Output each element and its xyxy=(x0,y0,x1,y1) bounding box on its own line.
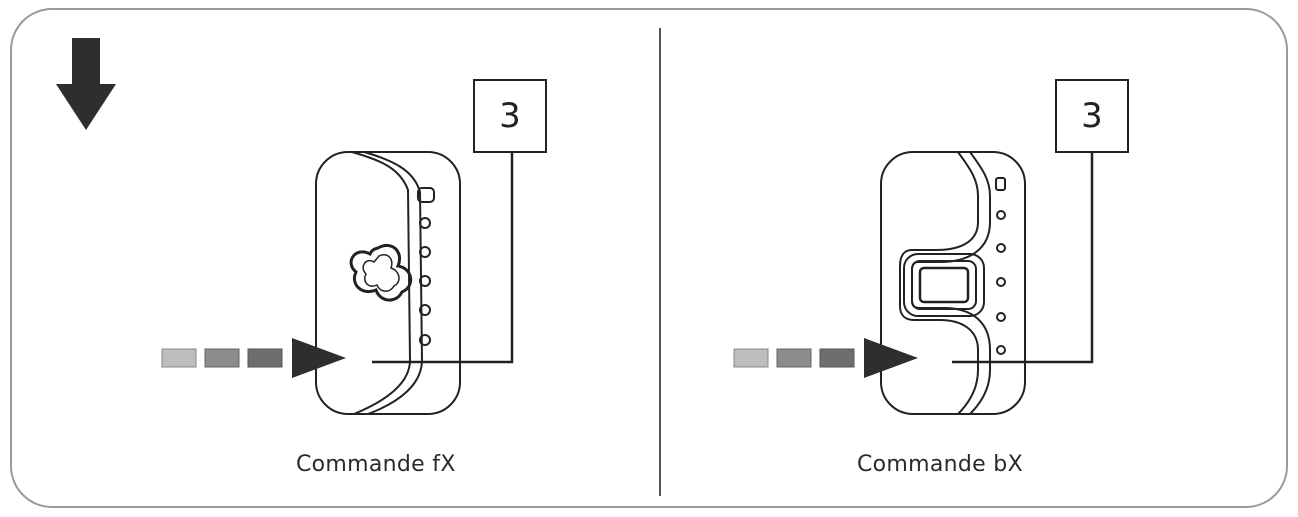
callout-box-bx: 3 xyxy=(1055,79,1129,153)
callout-line-fx xyxy=(372,152,514,364)
remote-bx xyxy=(880,151,1026,415)
direction-arrow-icon xyxy=(733,338,918,378)
direction-arrow-icon xyxy=(161,338,346,378)
remote-fx xyxy=(315,151,461,415)
callout-box-fx: 3 xyxy=(473,79,547,153)
callout-number-fx: 3 xyxy=(499,96,521,136)
caption-commande-fx: Commande fX xyxy=(296,452,456,477)
diagram-frame xyxy=(10,8,1288,508)
down-arrow-icon xyxy=(56,38,116,130)
caption-commande-bx: Commande bX xyxy=(857,452,1023,477)
callout-number-bx: 3 xyxy=(1081,96,1103,136)
callout-line-bx xyxy=(952,152,1094,364)
